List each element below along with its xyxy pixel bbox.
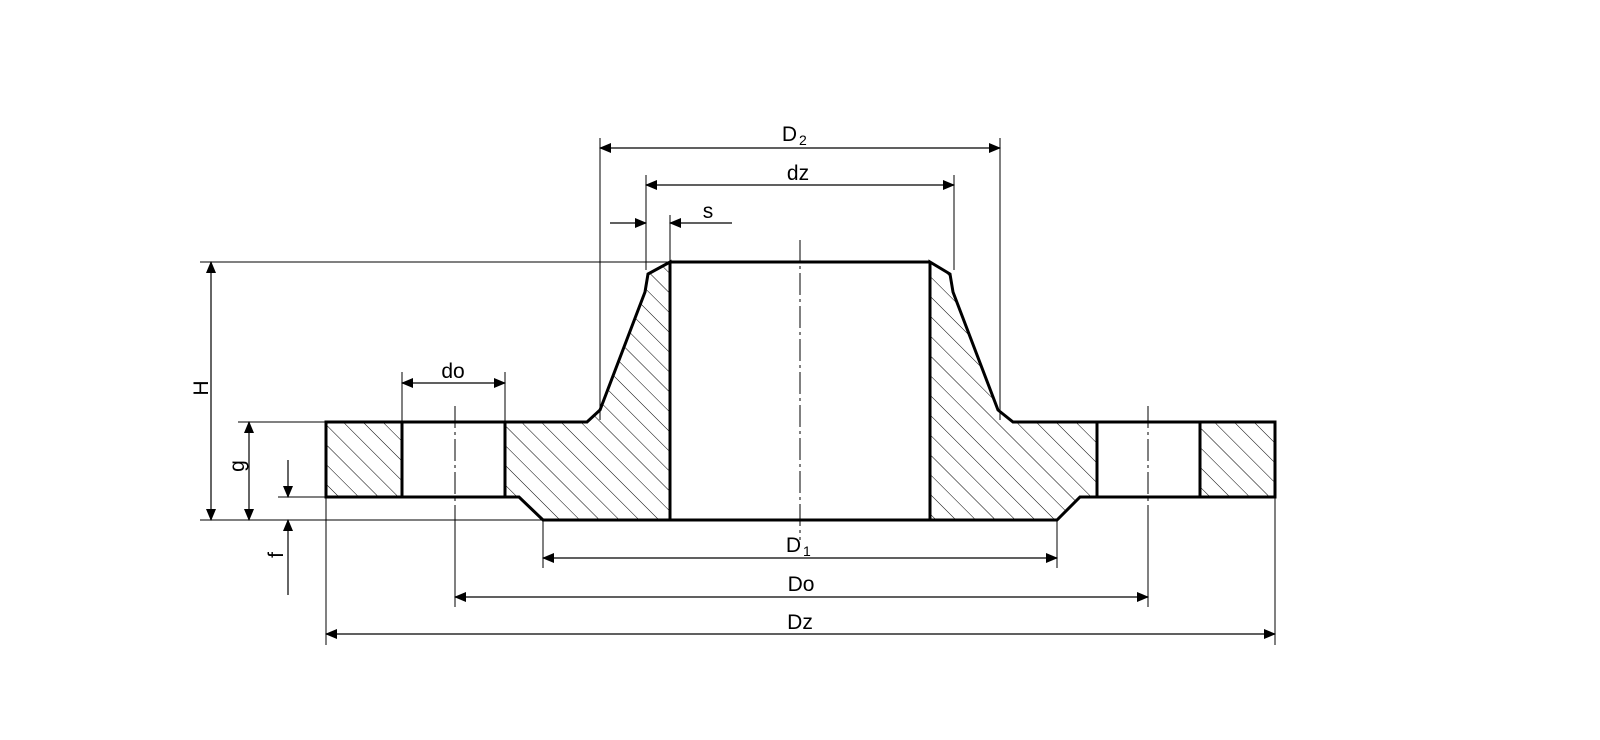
label-do-pcd: Do: [788, 573, 815, 596]
left-flange-rim-section: [324, 420, 404, 499]
label-s: s: [703, 200, 714, 223]
label-dz: dz: [787, 162, 809, 185]
label-d1: D: [786, 534, 801, 557]
label-dz-outer: Dz: [787, 611, 813, 634]
right-flange-rim-section: [1198, 420, 1277, 499]
left-hub-section: [503, 259, 672, 522]
label-d1-subscript: 1: [803, 543, 811, 559]
dimension-labels: D 2 dz s do H g f D 1 Do Dz: [190, 123, 814, 634]
label-h: H: [190, 380, 213, 395]
dimension-lines: [206, 143, 1276, 639]
label-f: f: [265, 552, 288, 558]
extension-lines: [200, 138, 1276, 645]
label-g: g: [226, 460, 249, 472]
label-do-hole: do: [441, 360, 464, 383]
right-hub-section: [928, 259, 1099, 522]
label-d2-subscript: 2: [799, 132, 807, 148]
center-lines: [454, 240, 1149, 540]
label-d2: D: [782, 123, 797, 146]
